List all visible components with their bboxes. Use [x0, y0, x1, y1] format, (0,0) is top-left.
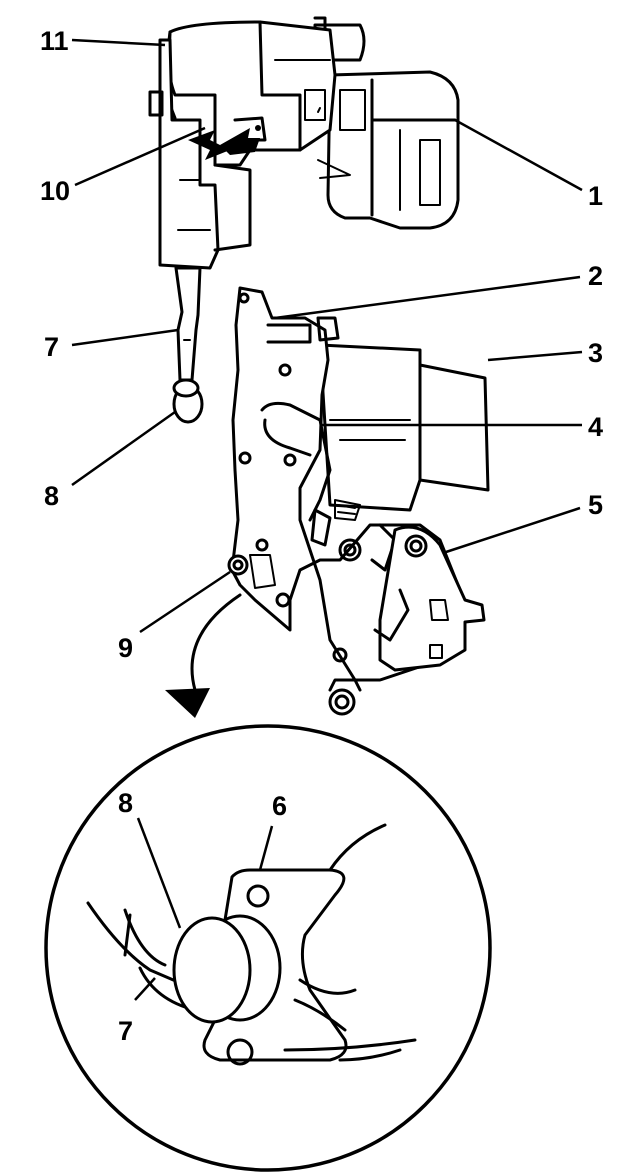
callout-1: 1 — [588, 181, 603, 211]
callout-5: 5 — [588, 490, 603, 520]
callout-6: 6 — [272, 791, 287, 821]
callout-8: 8 — [44, 481, 59, 511]
leader-lines — [71, 38, 583, 1001]
callout-11: 11 — [40, 26, 69, 56]
callout-10: 10 — [40, 176, 70, 206]
callout-7: 7 — [44, 332, 59, 362]
callout-9: 9 — [118, 633, 133, 663]
callout-2: 2 — [588, 261, 603, 291]
door-latch-assembly — [227, 286, 490, 716]
detail-view — [44, 724, 492, 1172]
callout-labels: 11 1 10 2 7 3 4 8 5 9 8 6 7 — [40, 26, 603, 1046]
callout-3: 3 — [588, 338, 603, 368]
callout-8-detail: 8 — [118, 788, 133, 818]
lock-actuator — [148, 16, 460, 424]
callout-7-detail: 7 — [118, 1016, 133, 1046]
callout-4: 4 — [588, 412, 603, 442]
detail-arrow — [165, 593, 242, 718]
